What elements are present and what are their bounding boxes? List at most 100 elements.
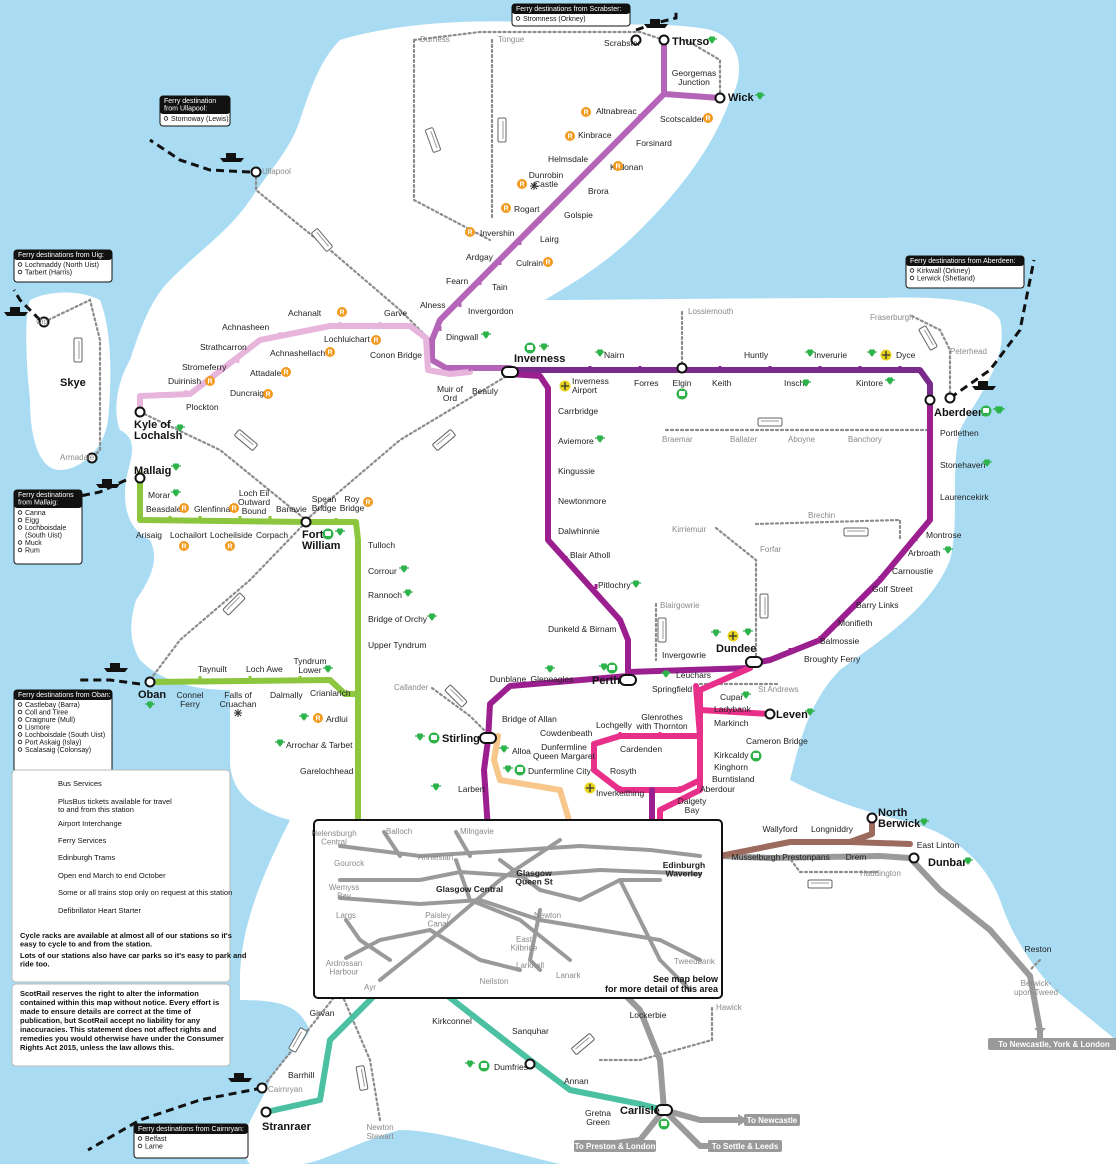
- bus-place-ullapool: Ullapool: [262, 167, 291, 176]
- station-tick: [546, 496, 550, 501]
- station-node[interactable]: [630, 34, 642, 46]
- plusbus-icon: [658, 1118, 670, 1130]
- station-label-cowdenbeath: Cowdenbeath: [540, 728, 593, 738]
- plusbus-icon: [514, 764, 526, 776]
- station-node[interactable]: [134, 472, 146, 484]
- station-node[interactable]: [86, 452, 98, 464]
- heart-icon: [867, 349, 877, 357]
- station-label-glenfinnan: Glenfinnan: [194, 504, 235, 514]
- station-node[interactable]: [144, 676, 156, 688]
- station-label-kinbrace: Kinbrace: [578, 130, 612, 140]
- map-icons: RRRRRRRRRRRRRRRRRRRRR: [4, 19, 1005, 1130]
- request-stop-icon: R: [363, 497, 373, 507]
- bus-kyle-fw: [138, 410, 308, 522]
- station-label-lochluichart: Lochluichart: [324, 334, 370, 344]
- legend-item-edinburgh-trams: Edinburgh Trams: [58, 853, 115, 862]
- station-label-dumfries: Dumfries: [494, 1062, 528, 1072]
- bus-place-uig: Uig: [36, 317, 48, 326]
- station-node[interactable]: [134, 406, 146, 418]
- destination-to-newcastle: To Newcastle: [744, 1114, 800, 1126]
- ferry-destination-item: Craignure (Mull): [25, 717, 75, 724]
- major-station-carlisle: Carlisle: [620, 1105, 660, 1117]
- station-label-garelochhead: Garelochhead: [300, 766, 354, 776]
- station-node[interactable]: [524, 1058, 536, 1070]
- heart-icon: [943, 546, 953, 554]
- station-ticks: [138, 114, 932, 791]
- svg-text:R: R: [519, 182, 524, 189]
- station-label-portlethen: Portlethen: [940, 428, 979, 438]
- station-tick: [718, 366, 722, 371]
- station-node[interactable]: [908, 852, 920, 864]
- station-node[interactable]: [714, 92, 726, 104]
- station-tick: [356, 696, 360, 701]
- bus-icon: [843, 527, 869, 537]
- station-label-arrochar-tarbet: Arrochar & Tarbet: [286, 740, 353, 750]
- station-node[interactable]: [38, 316, 50, 328]
- interchange-node[interactable]: [479, 732, 497, 744]
- request-stop-icon: R: [205, 376, 215, 386]
- station-node[interactable]: [250, 166, 262, 178]
- inset-place-largs: Largs: [336, 911, 356, 920]
- skye-land: [26, 292, 111, 470]
- ferry-destination-item: Lismore: [25, 725, 50, 732]
- request-stop-icon: R: [371, 335, 381, 345]
- major-station-inverness: Inverness: [514, 353, 565, 365]
- station-node[interactable]: [764, 708, 776, 720]
- bus-icon: [571, 1033, 595, 1055]
- ferry-destination-item: Lochboisdale(South Uist): [25, 525, 66, 540]
- line-stirling-orange: [491, 733, 575, 833]
- ferry-box-scrabster: Ferry destinations from Scrabster:Stromn…: [511, 3, 631, 27]
- station-label-balmossie: Balmossie: [820, 636, 859, 646]
- station-label-locheilside: Locheilside: [210, 530, 253, 540]
- disclaimer-panel: ScotRail reserves the right to alter the…: [11, 983, 231, 1067]
- interchange-node[interactable]: [745, 656, 763, 668]
- ferry-destination-boxes: Ferry destinations from Scrabster:Stromn…: [13, 3, 1025, 1159]
- heart-icon: [631, 580, 641, 588]
- station-label-arisaig: Arisaig: [136, 530, 162, 540]
- station-label-insch: Insch: [784, 378, 805, 388]
- station-node[interactable]: [256, 1082, 268, 1094]
- heart-icon: [427, 613, 437, 621]
- bus-place-ballater: Ballater: [730, 435, 757, 444]
- svg-text:R: R: [567, 134, 572, 141]
- station-label-beauly: Beauly: [472, 386, 499, 396]
- interchange-node[interactable]: [655, 1104, 673, 1116]
- station-label-lochgelly: Lochgelly: [596, 720, 633, 730]
- central-belt-inset[interactable]: [313, 819, 723, 999]
- station-node[interactable]: [300, 516, 312, 528]
- station-node[interactable]: [260, 1106, 272, 1118]
- station-tick: [356, 568, 360, 573]
- station-label-dalwhinnie: Dalwhinnie: [558, 526, 600, 536]
- interchange-node[interactable]: [619, 674, 637, 686]
- station-label-stromeferry: Stromeferry: [182, 362, 227, 372]
- station-tick: [638, 366, 642, 371]
- bus-place-hawick: Hawick: [716, 1003, 743, 1012]
- legend-frame: [11, 769, 231, 983]
- bus-place-banchory: Banchory: [848, 435, 882, 444]
- station-label-drem: Drem: [846, 852, 867, 862]
- ferry-box-title: Ferry destinations from Uig:: [18, 252, 104, 259]
- svg-text:R: R: [315, 716, 320, 723]
- station-label-scrabster: Scrabster: [604, 38, 641, 48]
- station-label-dunblane: Dunblane: [490, 674, 527, 684]
- station-label-arbroath: Arbroath: [908, 548, 941, 558]
- station-tick: [578, 176, 582, 181]
- station-node[interactable]: [866, 812, 878, 824]
- heart-icon: [275, 739, 285, 747]
- station-node[interactable]: [924, 394, 936, 406]
- station-node[interactable]: [658, 34, 670, 46]
- line-west-highland-mallaig: [137, 471, 361, 833]
- station-tick: [738, 708, 742, 713]
- interchange-node[interactable]: [501, 366, 519, 378]
- inset-grey-network: [338, 830, 702, 992]
- major-station-aberdeen: Aberdeen: [934, 407, 985, 419]
- station-label-stonehaven: Stonehaven: [940, 460, 986, 470]
- station-node[interactable]: [676, 362, 688, 374]
- station-node[interactable]: [944, 392, 956, 404]
- heart-icon: [982, 459, 992, 467]
